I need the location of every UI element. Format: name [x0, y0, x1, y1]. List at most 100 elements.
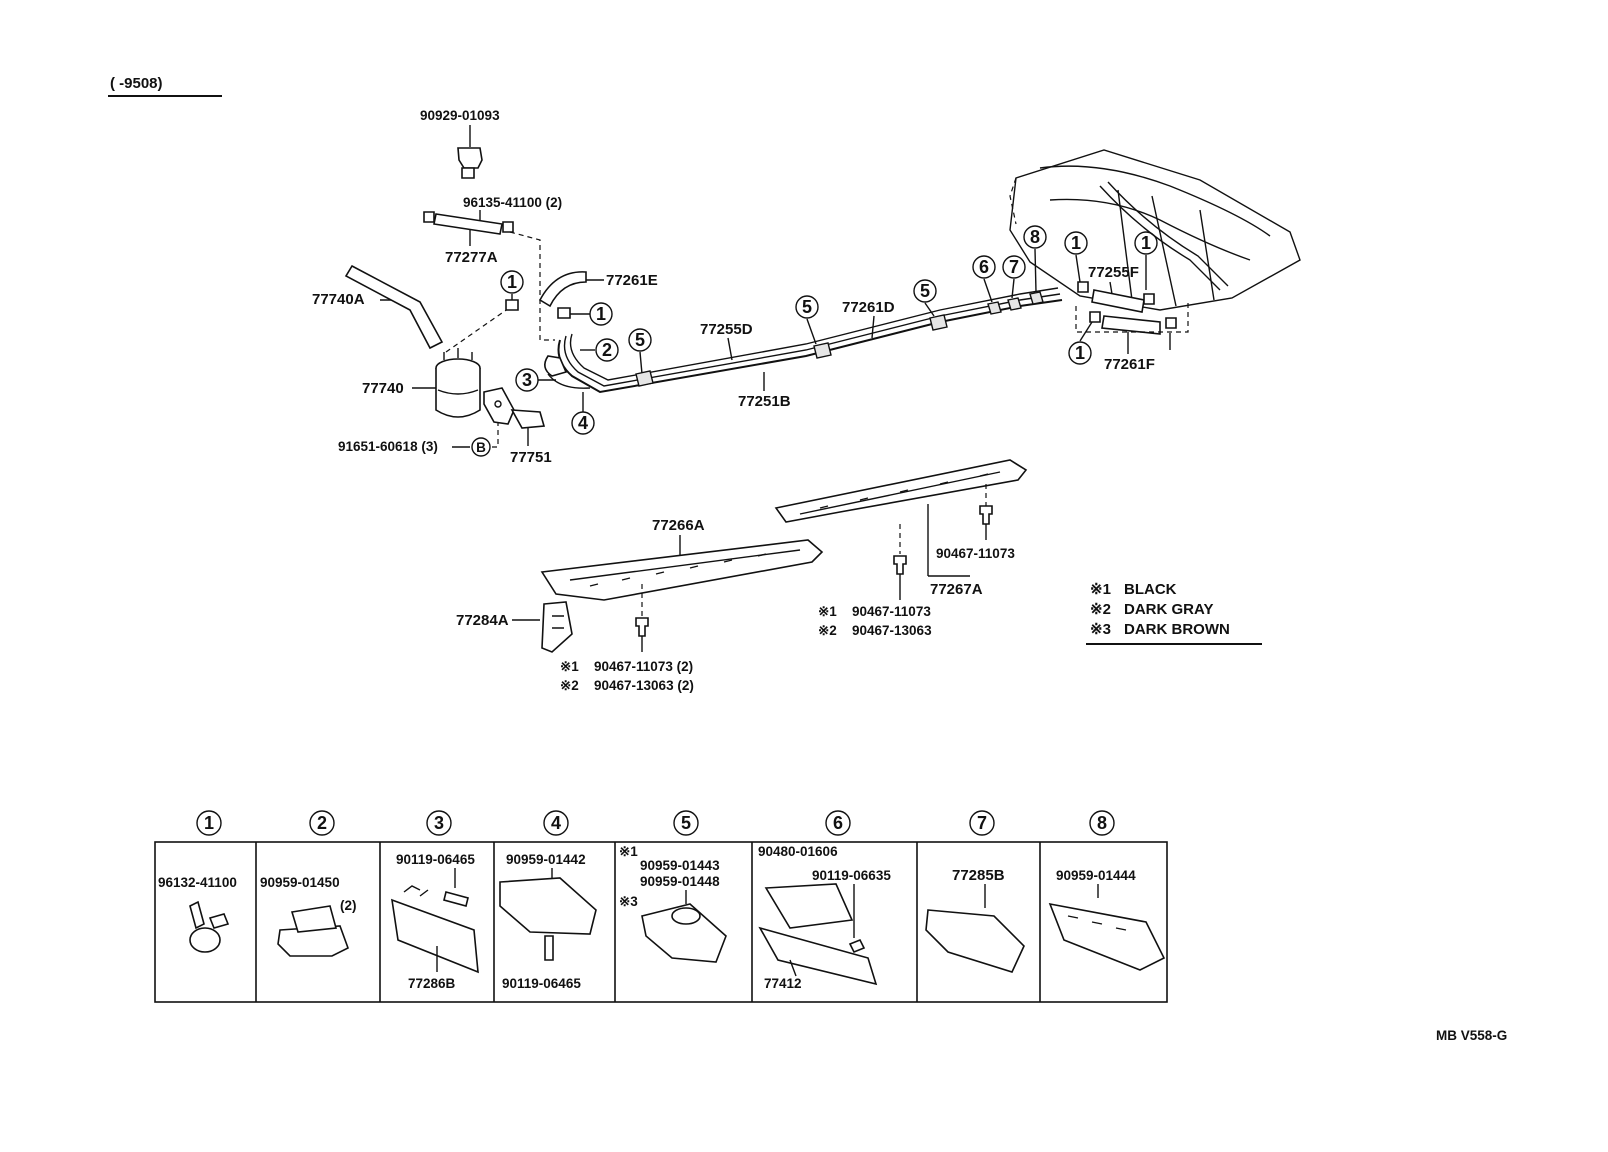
bolt-part-a [635, 617, 649, 637]
clamp-7-part [925, 909, 1025, 973]
label-77284A: 77284A [456, 612, 509, 629]
label-77261F: 77261F [1104, 356, 1155, 373]
circle-1-b: 1 [596, 304, 606, 324]
bracket-77751-part [483, 387, 546, 429]
svg-text:※1: ※1 [818, 604, 837, 619]
table-col-1: 1 [204, 813, 214, 833]
circle-3: 3 [522, 370, 532, 390]
circle-2: 2 [602, 340, 612, 360]
circle-4: 4 [578, 413, 588, 433]
clamp-4-part [499, 877, 597, 961]
svg-text:※2: ※2 [1090, 601, 1111, 618]
cell-6-part-c: 77412 [764, 976, 802, 991]
figure-code: MB V558-G [1436, 1028, 1507, 1043]
label-77267A: 77267A [930, 581, 983, 598]
clamp-3-part [391, 885, 479, 974]
table-col-2: 2 [317, 813, 327, 833]
bolt-part-b [893, 555, 907, 575]
label-90929-01093: 90929-01093 [420, 108, 500, 123]
circle-7: 7 [1009, 257, 1019, 277]
clamp-1-part [189, 900, 230, 953]
circle-5-b: 5 [802, 297, 812, 317]
clip-part-a [505, 299, 519, 311]
label-90467-11073: 90467-11073 [936, 546, 1015, 561]
hose-77261F-part [1089, 311, 1177, 335]
cell-5-mark-1: ※1 [619, 844, 638, 859]
circle-5-a: 5 [635, 330, 645, 350]
label-77251B: 77251B [738, 393, 791, 410]
cell-3-part-a: 90119-06465 [396, 852, 475, 867]
vent-valve-part [457, 147, 483, 179]
label-mid-bolt-1: 90467-11073 [852, 604, 931, 619]
clamp-table [154, 841, 1168, 1003]
canister-77740-part [435, 348, 481, 418]
legend-black: BLACK [1124, 581, 1177, 598]
cell-4-part-a: 90959-01442 [506, 852, 586, 867]
table-col-4: 4 [551, 813, 561, 833]
svg-text:※2: ※2 [818, 623, 837, 638]
svg-text:※3: ※3 [1090, 621, 1111, 638]
circle-5-c: 5 [920, 281, 930, 301]
cell-6-part-b: 90119-06635 [812, 868, 891, 883]
range-label: ( -9508) [110, 75, 163, 92]
cell-5-part-b: 90959-01448 [640, 874, 720, 889]
fuel-tank-part [1009, 149, 1301, 311]
cell-4-part-b: 90119-06465 [502, 976, 581, 991]
label-77255F: 77255F [1088, 264, 1139, 281]
bracket-77284A-part [541, 601, 573, 653]
label-77255D: 77255D [700, 321, 753, 338]
svg-text:※2: ※2 [560, 678, 579, 693]
clamp-8-part [1048, 902, 1166, 971]
b-marker [471, 437, 491, 457]
cell-3-part-b: 77286B [408, 976, 456, 991]
label-91651-60618: 91651-60618 (3) [338, 439, 438, 454]
color-legend: ※1 BLACK ※2 DARK GRAY ※3 DARK BROWN [1086, 581, 1262, 645]
cell-1-part-a: 96132-41100 [158, 875, 237, 890]
hose-77255F-part [1077, 281, 1155, 313]
circle-6: 6 [979, 257, 989, 277]
cell-2-qty: (2) [340, 898, 357, 913]
clamp-5-part [641, 903, 727, 963]
label-mid-bolt-2: 90467-13063 [852, 623, 932, 638]
protector-77267A-part [774, 459, 1028, 523]
circle-8: 8 [1030, 227, 1040, 247]
table-col-3: 3 [434, 813, 444, 833]
cell-2-part-a: 90959-01450 [260, 875, 340, 890]
label-77266A: 77266A [652, 517, 705, 534]
label-77740A: 77740A [312, 291, 365, 308]
svg-text:B: B [476, 440, 486, 455]
fuel-line-bundle [544, 287, 1063, 394]
legend-dark-gray: DARK GRAY [1124, 601, 1213, 618]
clamp-2-part [277, 905, 349, 957]
protector-77266A-part [540, 539, 824, 601]
svg-text:※1: ※1 [560, 659, 579, 674]
circle-1-a: 1 [507, 272, 517, 292]
legend-dark-brown: DARK BROWN [1124, 621, 1230, 638]
table-col-7: 7 [977, 813, 987, 833]
hose-77740A-part [344, 264, 444, 350]
label-77740: 77740 [362, 380, 404, 397]
cell-5-mark-3: ※3 [619, 894, 638, 909]
label-77751: 77751 [510, 449, 552, 466]
cell-6-part-a: 90480-01606 [758, 844, 838, 859]
label-left-bolt-1: 90467-11073 (2) [594, 659, 693, 674]
label-77261E: 77261E [606, 272, 658, 289]
circle-1-d: 1 [1141, 233, 1151, 253]
clamp-6-part [758, 883, 878, 986]
svg-text:※1: ※1 [1090, 581, 1111, 598]
table-col-6: 6 [833, 813, 843, 833]
label-77261D: 77261D [842, 299, 895, 316]
label-left-bolt-2: 90467-13063 (2) [594, 678, 694, 693]
hose-77261E-part [538, 271, 587, 308]
table-col-5: 5 [681, 813, 691, 833]
cell-8-part-a: 90959-01444 [1056, 868, 1136, 883]
label-96135-41100: 96135-41100 (2) [463, 195, 562, 210]
cell-5-part-a: 90959-01443 [640, 858, 720, 873]
table-col-8: 8 [1097, 813, 1107, 833]
circle-1-e: 1 [1075, 343, 1085, 363]
hose-77277A-part [423, 211, 514, 235]
label-77277A: 77277A [445, 249, 498, 266]
circle-1-c: 1 [1071, 233, 1081, 253]
bolt-part-c [979, 505, 993, 525]
